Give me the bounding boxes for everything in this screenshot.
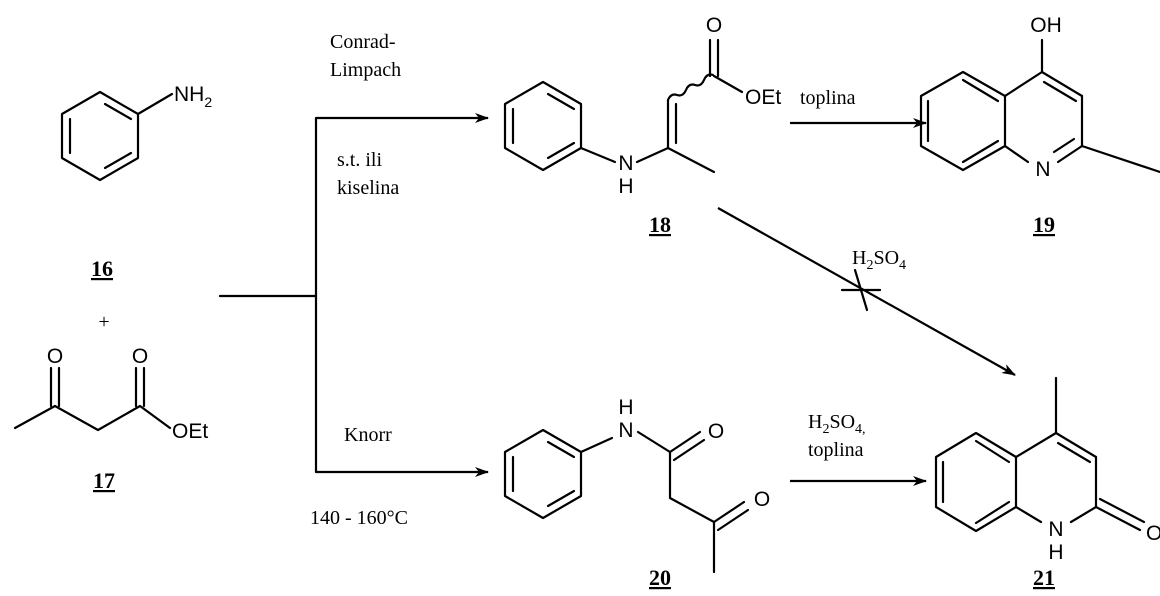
nitrogen-label: N bbox=[1035, 158, 1050, 181]
carbon-chain bbox=[668, 450, 716, 574]
pyridine-bond bbox=[1003, 70, 1044, 98]
amide-double-bond bbox=[668, 430, 702, 454]
compound-number-20: 20 bbox=[649, 565, 671, 590]
amide-double-bond bbox=[672, 438, 706, 462]
compound-number-21: 21 bbox=[1033, 565, 1055, 590]
compound-19-hydroxyquinoline: OH N 19 bbox=[919, 14, 1160, 237]
acid-condition-bottom-1: H2SO4, bbox=[808, 411, 866, 437]
compound-21-quinolinone: N H O 21 bbox=[934, 376, 1160, 590]
benzene-ring bbox=[503, 428, 583, 520]
amide-oxygen: O bbox=[708, 420, 724, 443]
ring-double-bond bbox=[1056, 441, 1092, 464]
plus-sign: + bbox=[98, 311, 109, 333]
c-n-bond bbox=[1056, 144, 1084, 164]
condition-rt-or-acid-1: s.t. ili bbox=[337, 149, 382, 171]
ketone-double-bond bbox=[716, 508, 750, 532]
pyridine-double-bond bbox=[1042, 80, 1078, 103]
n-c-bond bbox=[1014, 505, 1043, 524]
hydrogen-label: H bbox=[618, 175, 633, 198]
nitrogen-label: N bbox=[618, 419, 633, 442]
ring-bond bbox=[1054, 431, 1098, 459]
double-bond bbox=[103, 102, 133, 121]
c-n-bond bbox=[579, 436, 614, 454]
hydrogen-label: H bbox=[618, 396, 633, 419]
ketone-double-bond bbox=[712, 500, 746, 524]
conrad-limpach-label-2: Limpach bbox=[330, 59, 401, 81]
benzene-ring bbox=[60, 90, 140, 182]
nitrogen-label: N bbox=[1048, 518, 1063, 541]
benzene-ring bbox=[503, 80, 583, 172]
ketone-oxygen: O bbox=[47, 345, 63, 368]
benzo-ring bbox=[919, 70, 1007, 172]
wavy-bond bbox=[666, 73, 715, 102]
benzo-ring bbox=[934, 431, 1018, 533]
branch-lines bbox=[218, 113, 489, 477]
knorr-temperature: 140 - 160°C bbox=[310, 507, 408, 529]
carbonyl-double-bond bbox=[1098, 497, 1146, 524]
double-bond bbox=[103, 151, 133, 170]
methyl-bond bbox=[666, 146, 716, 174]
compound-number-17: 17 bbox=[93, 468, 115, 493]
c-n-bond bbox=[136, 92, 174, 116]
n-c-bond bbox=[1003, 144, 1030, 164]
knorr-label: Knorr bbox=[344, 424, 392, 446]
compound-16-aniline: NH2 16 bbox=[60, 83, 212, 281]
amine-label: NH2 bbox=[174, 83, 212, 110]
acid-condition-blocked: H2SO4 bbox=[852, 247, 906, 273]
conrad-limpach-label-1: Conrad- bbox=[330, 31, 396, 53]
ester-oxygen: O bbox=[132, 345, 148, 368]
acid-condition-bottom-2: toplina bbox=[808, 439, 864, 461]
compound-18-enamine: O OEt N H 18 bbox=[503, 14, 781, 237]
c-n-bond bbox=[1069, 505, 1098, 524]
compound-number-19: 19 bbox=[1033, 212, 1055, 237]
heat-condition-top: toplina bbox=[800, 87, 856, 109]
n-c-bond bbox=[636, 430, 672, 454]
compound-number-16: 16 bbox=[91, 256, 113, 281]
carbonyl-oxygen: O bbox=[1146, 522, 1160, 545]
ring-bond bbox=[1014, 431, 1058, 459]
hydrogen-label: H bbox=[1048, 541, 1063, 564]
carbon-chain bbox=[13, 404, 172, 432]
pyridine-bond bbox=[1040, 70, 1084, 98]
compound-number-18: 18 bbox=[649, 212, 671, 237]
methyl-bond bbox=[1080, 144, 1160, 174]
nitrogen-label: N bbox=[618, 152, 633, 175]
carbonyl-double-bond bbox=[1094, 505, 1142, 532]
blocked-arrow-18-to-21 bbox=[717, 207, 1016, 376]
c-n-bond bbox=[579, 146, 617, 164]
hydroxyl-label: OH bbox=[1030, 14, 1062, 37]
c-n-double-bond bbox=[1052, 137, 1076, 154]
ester-single-bond bbox=[712, 74, 744, 94]
blocked-cross bbox=[853, 268, 869, 312]
condition-rt-or-acid-2: kiselina bbox=[337, 177, 399, 199]
n-c-bond bbox=[635, 146, 670, 164]
compound-20-anilide: N H O O 20 bbox=[503, 396, 770, 590]
compound-17-ethyl-acetoacetate: O O OEt 17 bbox=[13, 345, 208, 493]
carbonyl-oxygen: O bbox=[706, 14, 722, 37]
ketone-oxygen: O bbox=[754, 488, 770, 511]
ethoxy-label: OEt bbox=[745, 86, 781, 109]
ethoxy-label: OEt bbox=[172, 420, 208, 443]
